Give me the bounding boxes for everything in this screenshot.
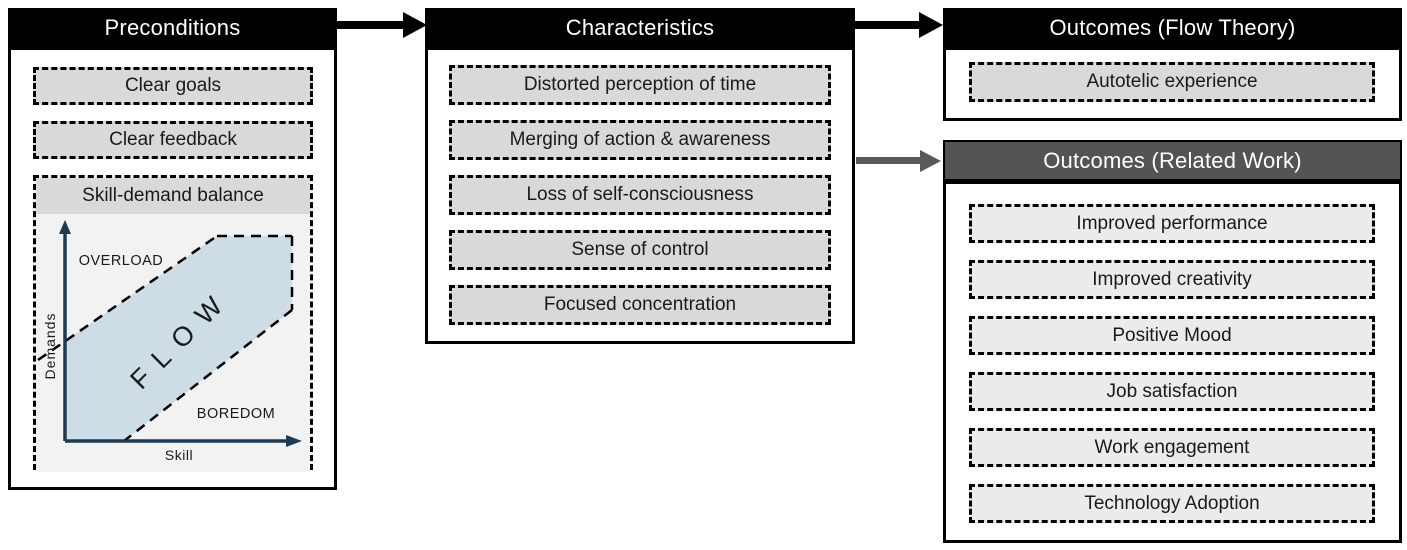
outcome-related-work-item: Job satisfaction xyxy=(969,372,1375,411)
x-axis-label: Skill xyxy=(165,447,193,463)
outcome-related-work-item: Work engagement xyxy=(969,428,1375,467)
characteristic-item: Loss of self-consciousness xyxy=(449,175,831,215)
characteristics-header: Characteristics xyxy=(425,8,855,47)
characteristic-item: Focused concentration xyxy=(449,285,831,325)
outcomes-related-work-header: Outcomes (Related Work) xyxy=(943,140,1402,181)
outcome-related-work-item: Improved creativity xyxy=(969,260,1375,299)
region-boredom-label: BOREDOM xyxy=(197,406,275,422)
outcome-flow-theory-item: Autotelic experience xyxy=(969,62,1375,102)
outcome-related-work-item: Positive Mood xyxy=(969,316,1375,355)
characteristic-item: Sense of control xyxy=(449,230,831,270)
skill-demand-balance-box: Skill-demand balance xyxy=(33,175,313,472)
skill-demand-balance-title: Skill-demand balance xyxy=(36,178,310,214)
characteristic-item: Distorted perception of time xyxy=(449,65,831,105)
chart-axes xyxy=(63,232,292,443)
characteristic-item: Merging of action & awareness xyxy=(449,120,831,160)
precondition-item: Clear feedback xyxy=(33,121,313,159)
outcome-related-work-item: Improved performance xyxy=(969,204,1375,243)
outcome-related-work-item: Technology Adoption xyxy=(969,484,1375,523)
x-axis-arrowhead-icon xyxy=(286,435,302,447)
preconditions-header: Preconditions xyxy=(8,8,337,47)
flow-channel-chart: OVERLOAD BOREDOM FLOW Demands Skill xyxy=(36,214,310,472)
flow-channel-bounds xyxy=(37,234,294,442)
region-overload-label: OVERLOAD xyxy=(79,253,164,269)
flow-channel-area xyxy=(65,236,292,441)
y-axis-label: Demands xyxy=(42,313,58,380)
outcomes-flow-theory-panel: Autotelic experience xyxy=(943,47,1402,121)
preconditions-panel: Clear goals Clear feedback Skill-demand … xyxy=(8,47,337,490)
y-axis-arrowhead-icon xyxy=(59,220,71,234)
characteristics-panel: Distorted perception of time Merging of … xyxy=(425,47,855,344)
outcomes-flow-theory-header: Outcomes (Flow Theory) xyxy=(943,8,1402,47)
precondition-item: Clear goals xyxy=(33,67,313,105)
flow-channel-svg: OVERLOAD BOREDOM FLOW Demands Skill xyxy=(37,220,302,463)
outcomes-related-work-panel: Improved performance Improved creativity… xyxy=(943,181,1402,543)
